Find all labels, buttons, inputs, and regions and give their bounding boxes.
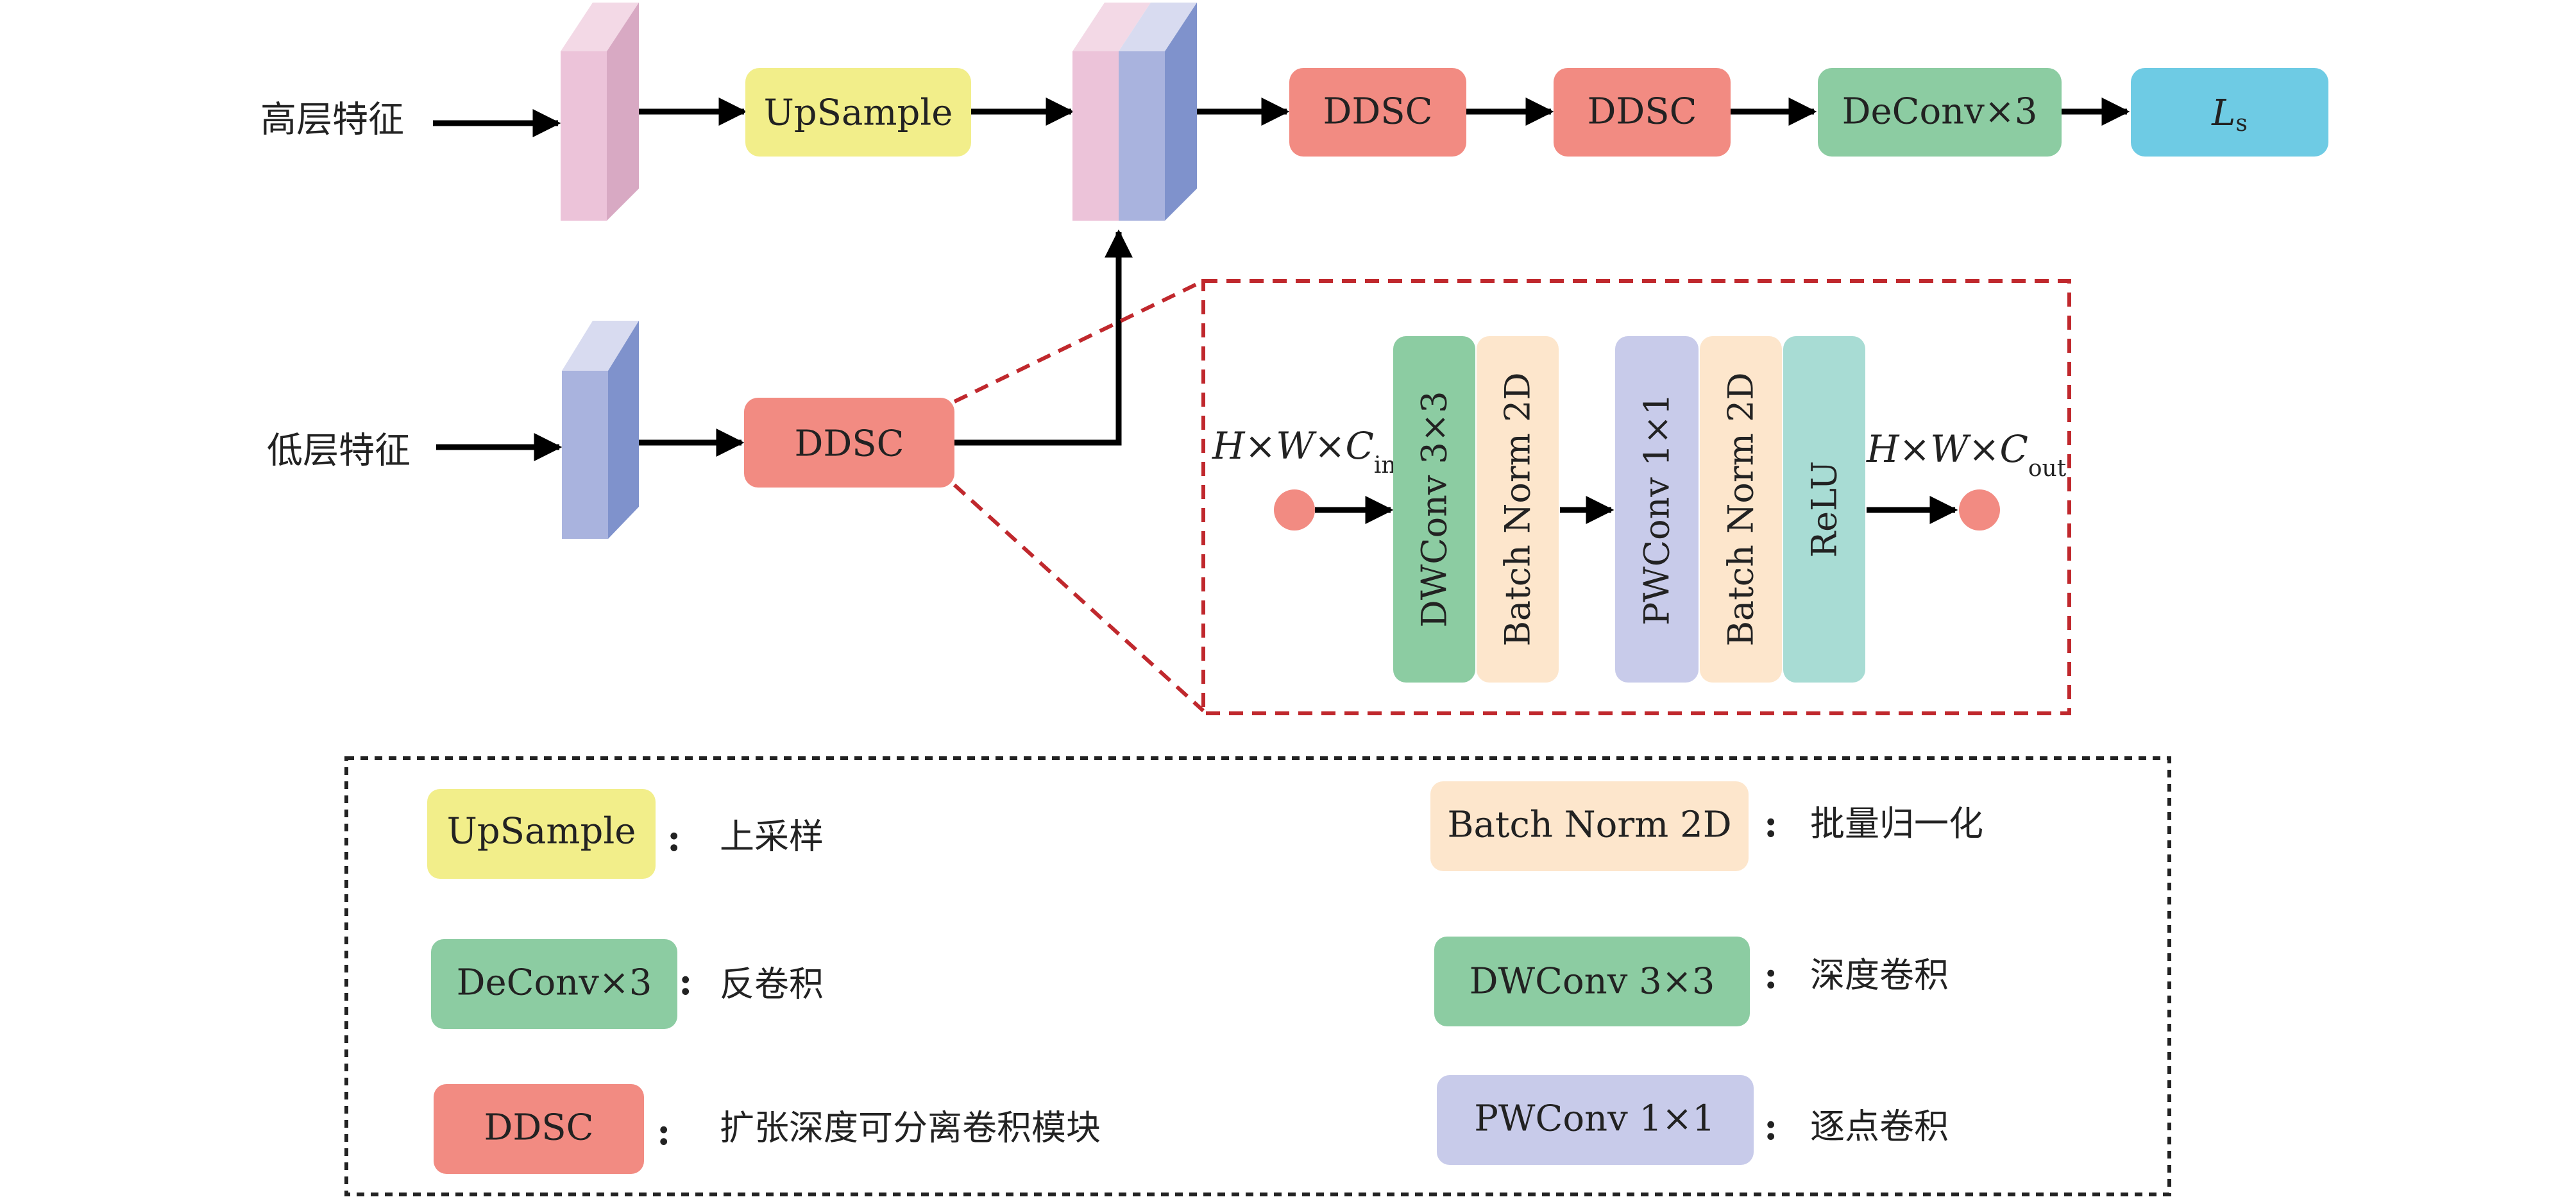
legend-batchnorm-box-label: Batch Norm 2D bbox=[1447, 804, 1731, 846]
output-node bbox=[1959, 489, 2000, 531]
ddsc-box-2: DDSC bbox=[1554, 68, 1731, 157]
legend-ddsc-box-label: DDSC bbox=[484, 1107, 593, 1149]
ddsc-label-2: DDSC bbox=[1587, 91, 1697, 133]
callout-line-bottom bbox=[953, 483, 1205, 713]
callout-line-top bbox=[953, 279, 1205, 403]
concat-feature-block bbox=[1072, 3, 1197, 221]
pwconv-block-label: PWConv 1×1 bbox=[1637, 393, 1677, 625]
pwconv-block: PWConv 1×1 bbox=[1615, 336, 1699, 683]
ddsc-label-1: DDSC bbox=[1323, 91, 1432, 133]
legend-deconv-box-label: DeConv×3 bbox=[457, 962, 652, 1004]
ddsc-low-label: DDSC bbox=[794, 423, 904, 465]
legend-ddsc-desc: 扩张深度可分离卷积模块 bbox=[720, 1108, 1101, 1148]
legend-item-ddsc: DDSC : 扩张深度可分离卷积模块 bbox=[434, 1084, 1101, 1174]
deconv-box: DeConv×3 bbox=[1818, 68, 2062, 157]
ddsc-box-low: DDSC bbox=[744, 398, 954, 488]
legend-deconv-desc: 反卷积 bbox=[720, 964, 824, 1005]
dwconv-block-label: DWConv 3×3 bbox=[1414, 391, 1455, 627]
loss-box: Ls bbox=[2131, 68, 2328, 157]
batchnorm-block-2: Batch Norm 2D bbox=[1700, 336, 1782, 683]
legend-item-pwconv: PWConv 1×1 : 逐点卷积 bbox=[1437, 1075, 1949, 1165]
batchnorm-block-1-label: Batch Norm 2D bbox=[1498, 372, 1538, 646]
arrow-ddsc-low-to-concat bbox=[954, 229, 1133, 446]
legend-pwconv-desc: 逐点卷积 bbox=[1810, 1107, 1949, 1147]
legend-pwconv-colon: : bbox=[1764, 1105, 1777, 1148]
batchnorm-block-2-label: Batch Norm 2D bbox=[1721, 372, 1761, 646]
legend-pwconv-box-label: PWConv 1×1 bbox=[1474, 1098, 1715, 1140]
legend-item-dwconv: DWConv 3×3 : 深度卷积 bbox=[1434, 937, 1949, 1026]
high-feature-block bbox=[561, 3, 639, 221]
legend-batchnorm-colon: : bbox=[1764, 802, 1777, 845]
legend-dwconv-colon: : bbox=[1764, 953, 1777, 997]
high-level-feature-label: 高层特征 bbox=[260, 99, 404, 141]
relu-block: ReLU bbox=[1783, 336, 1865, 683]
legend-upsample-desc: 上采样 bbox=[720, 817, 824, 857]
low-level-feature-label: 低层特征 bbox=[267, 430, 411, 472]
batchnorm-block-1: Batch Norm 2D bbox=[1477, 336, 1559, 683]
deconv-label: DeConv×3 bbox=[1842, 91, 2038, 133]
relu-block-label: ReLU bbox=[1804, 461, 1845, 557]
ddsc-detail-frame bbox=[1201, 279, 2071, 715]
legend-deconv-colon: : bbox=[679, 960, 692, 1003]
legend-upsample-colon: : bbox=[667, 816, 681, 860]
legend-dwconv-desc: 深度卷积 bbox=[1810, 955, 1949, 996]
legend-item-upsample: UpSample : 上采样 bbox=[427, 789, 824, 879]
output-shape-label: H×W×Cout bbox=[1866, 427, 2067, 482]
upsample-box: UpSample bbox=[745, 68, 971, 157]
input-node bbox=[1274, 489, 1315, 531]
low-feature-block bbox=[562, 321, 639, 539]
legend-ddsc-colon: : bbox=[657, 1110, 670, 1153]
legend-upsample-box-label: UpSample bbox=[447, 811, 636, 853]
legend-batchnorm-desc: 批量归一化 bbox=[1810, 804, 1983, 844]
input-shape-label: H×W×Cin bbox=[1212, 424, 1396, 479]
upsample-label: UpSample bbox=[764, 92, 953, 134]
ddsc-box-1: DDSC bbox=[1289, 68, 1466, 157]
dwconv-block: DWConv 3×3 bbox=[1393, 336, 1475, 683]
loss-label: Ls bbox=[2211, 92, 2248, 137]
legend-item-deconv: DeConv×3 : 反卷积 bbox=[431, 939, 824, 1029]
legend-item-batchnorm: Batch Norm 2D : 批量归一化 bbox=[1430, 781, 1983, 871]
legend-dwconv-box-label: DWConv 3×3 bbox=[1470, 961, 1715, 1003]
